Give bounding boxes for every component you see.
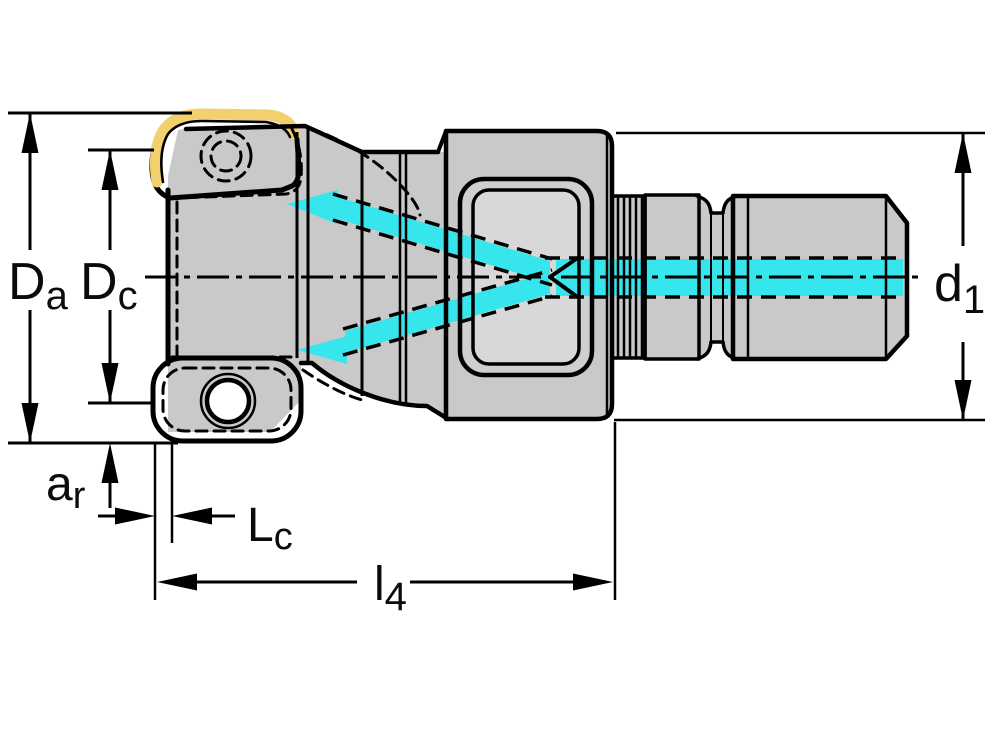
lc-label: Lc <box>247 499 293 558</box>
ar-label: ar <box>46 458 86 517</box>
da-arrow-up <box>21 113 39 153</box>
top-insert-screw-hole-hidden <box>199 129 253 183</box>
thread-relief-bottom-edge <box>695 340 739 361</box>
lc-arrow-left <box>172 507 212 525</box>
coolant-arrow-lower <box>297 336 347 364</box>
dimension-l4: l4 <box>157 422 617 619</box>
head-section-lines <box>295 128 364 396</box>
l4-arrow-right <box>573 573 613 591</box>
l4-label: l4 <box>374 558 407 619</box>
dc-arrow-up <box>101 150 119 190</box>
dimension-ar: ar <box>46 443 119 517</box>
bottom-pocket-hidden-arc <box>301 368 364 402</box>
bottom-insert-screw-hole <box>204 377 252 425</box>
dimension-lc: Lc <box>98 444 293 600</box>
da-label: Da <box>8 253 69 318</box>
lc-extension-lines <box>153 444 174 600</box>
far-pocket-hidden-arc <box>308 126 422 217</box>
dimension-d1: d1 <box>614 131 985 422</box>
dc-arrow-down <box>101 363 119 403</box>
ar-arrow-up <box>101 443 119 483</box>
top-insert-gold-edge <box>150 108 301 188</box>
l4-arrow-left <box>157 573 197 591</box>
coolant-lower-borders <box>342 268 553 357</box>
coolant-channel-upper <box>335 196 550 283</box>
top-insert-screw-hole-hidden-inner <box>209 139 243 173</box>
d1-label: d1 <box>934 255 985 322</box>
da-extension-lines <box>8 111 192 445</box>
coolant-arrow-upper <box>287 190 337 224</box>
d1-arrow-down <box>954 380 972 420</box>
coolant-upper-borders <box>332 192 553 287</box>
coolant-bore-borders <box>545 256 903 299</box>
dimension-da: Da <box>8 111 192 445</box>
bottom-insert-inset-hidden <box>161 366 293 433</box>
collar-outline <box>443 128 615 422</box>
bottom-insert-hole-ring <box>199 372 257 430</box>
lc-arrow-right <box>115 507 155 525</box>
dimension-dc: Dc <box>80 148 154 405</box>
d1-arrow-up <box>954 133 972 173</box>
dc-extension-lines <box>88 148 154 405</box>
head-bottom-edge <box>298 360 451 422</box>
dc-label: Dc <box>80 253 138 318</box>
thread-relief-top-edge <box>695 194 739 215</box>
bottom-insert <box>150 355 304 444</box>
d1-extension-lines <box>614 131 985 422</box>
da-arrow-down <box>21 403 39 443</box>
